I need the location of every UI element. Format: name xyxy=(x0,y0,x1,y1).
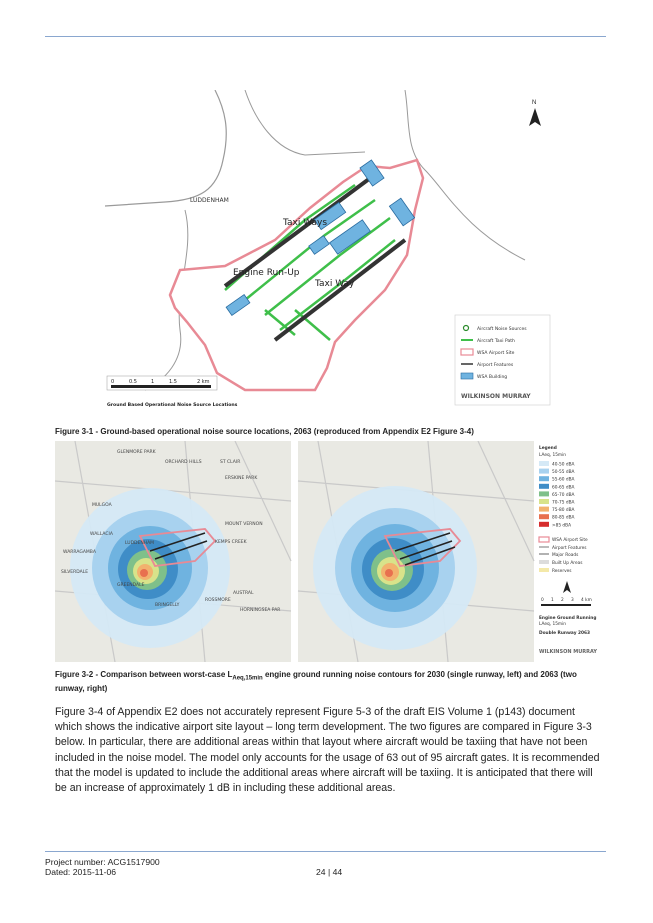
svg-text:2: 2 xyxy=(561,597,564,603)
svg-text:WSA Building: WSA Building xyxy=(477,374,507,380)
svg-text:Airport Features: Airport Features xyxy=(477,362,514,368)
svg-text:ORCHARD HILLS: ORCHARD HILLS xyxy=(165,459,202,465)
svg-text:ST CLAIR: ST CLAIR xyxy=(220,459,240,465)
legend-level-label: 65-70 dBA xyxy=(552,492,575,498)
svg-text:Airport Features: Airport Features xyxy=(552,545,587,551)
svg-text:WILKINSON MURRAY: WILKINSON MURRAY xyxy=(461,393,531,400)
legend-swatch xyxy=(539,468,549,474)
svg-text:KEMPS CREEK: KEMPS CREEK xyxy=(215,539,248,545)
svg-text:WILKINSON MURRAY: WILKINSON MURRAY xyxy=(539,649,597,655)
svg-text:2 km: 2 km xyxy=(197,379,210,385)
svg-text:4 km: 4 km xyxy=(581,597,592,603)
legend-level-label: 60-65 dBA xyxy=(552,484,575,490)
legend-level-label: >85 dBA xyxy=(552,522,571,528)
svg-text:0.5: 0.5 xyxy=(129,379,137,385)
map-label-engine-run-up: Engine Run-Up xyxy=(233,268,300,278)
legend-swatch xyxy=(539,476,549,482)
legend-swatch xyxy=(539,521,549,527)
legend-level-label: 75-80 dBA xyxy=(552,507,575,513)
svg-text:LUDDENHAM: LUDDENHAM xyxy=(125,540,154,546)
svg-text:BRINGELLY: BRINGELLY xyxy=(155,602,180,608)
legend-level-label: 80-85 dBA xyxy=(552,515,575,521)
svg-text:Reserves: Reserves xyxy=(552,568,572,574)
legend-swatch xyxy=(539,491,549,497)
figure-2-contour-maps: GLENMORE PARK ORCHARD HILLS ST CLAIR ERS… xyxy=(55,441,602,662)
svg-text:Aircraft Taxi Path: Aircraft Taxi Path xyxy=(477,338,515,344)
svg-text:SILVERDALE: SILVERDALE xyxy=(61,569,88,575)
svg-text:WSA Airport Site: WSA Airport Site xyxy=(552,537,588,543)
svg-text:1: 1 xyxy=(151,379,154,385)
svg-text:WARRAGAMBA: WARRAGAMBA xyxy=(63,549,97,555)
map-label-luddenham: LUDDENHAM xyxy=(190,197,229,204)
contour-map-single-runway xyxy=(55,441,292,662)
contour-map-double-runway xyxy=(297,441,535,662)
svg-text:N: N xyxy=(532,100,536,106)
svg-text:3: 3 xyxy=(571,597,574,603)
north-arrow-icon xyxy=(563,581,571,593)
page-number: 24 | 44 xyxy=(316,867,343,877)
footer-rule xyxy=(45,851,606,852)
legend-level-label: 40-50 dBA xyxy=(552,462,575,468)
svg-text:WSA Airport Site: WSA Airport Site xyxy=(477,350,515,356)
svg-text:Legend: Legend xyxy=(539,445,557,451)
north-arrow-icon: N xyxy=(529,100,541,126)
svg-text:1: 1 xyxy=(551,597,554,603)
footer-meta: Project number: ACG1517900 Dated: 2015-1… xyxy=(45,857,160,877)
figure-2-caption: Figure 3-2 - Comparison between worst-ca… xyxy=(55,670,577,693)
legend-swatch xyxy=(539,499,549,504)
svg-text:LAeq, 15min: LAeq, 15min xyxy=(539,621,566,627)
legend-swatch xyxy=(539,461,549,466)
legend-swatch xyxy=(539,483,549,489)
legend-level-label: 50-55 dBA xyxy=(552,469,575,475)
svg-text:GREENDALE: GREENDALE xyxy=(117,582,145,588)
legend-swatch xyxy=(539,506,549,512)
header-rule xyxy=(45,36,606,37)
figure-1-caption: Figure 3-1 - Ground-based operational no… xyxy=(55,427,474,436)
legend-level-label: 55-60 dBA xyxy=(552,477,575,483)
svg-text:HORNINGSEA PAR: HORNINGSEA PAR xyxy=(240,607,280,613)
map-label-taxi-way: Taxi Way xyxy=(314,279,355,289)
svg-text:GLENMORE PARK: GLENMORE PARK xyxy=(117,449,157,455)
body-paragraph: Figure 3-4 of Appendix E2 does not accur… xyxy=(55,706,600,795)
svg-text:LAeq, 15min: LAeq, 15min xyxy=(539,452,566,458)
svg-text:Built Up Areas: Built Up Areas xyxy=(552,560,583,566)
document-date: Dated: 2015-11-06 xyxy=(45,867,117,877)
figure-1-legend: Aircraft Noise Sources Aircraft Taxi Pat… xyxy=(454,314,551,406)
svg-text:MOUNT VERNON: MOUNT VERNON xyxy=(225,521,263,527)
svg-text:Engine Ground Running: Engine Ground Running xyxy=(539,615,596,621)
svg-text:WALLACIA: WALLACIA xyxy=(90,531,114,537)
svg-text:MULGOA: MULGOA xyxy=(92,502,113,508)
project-number: Project number: ACG1517900 xyxy=(45,857,160,867)
svg-text:ERSKINE PARK: ERSKINE PARK xyxy=(225,475,258,481)
map-label-taxi-ways: Taxi Ways xyxy=(282,218,327,228)
svg-text:0: 0 xyxy=(111,379,114,385)
svg-text:0: 0 xyxy=(541,597,544,603)
svg-text:AUSTRAL: AUSTRAL xyxy=(233,590,254,596)
svg-text:Double Runway 2063: Double Runway 2063 xyxy=(539,630,590,636)
figure-1-scale-bar: 0 0.5 1 1.5 2 km Ground Based Operationa… xyxy=(106,375,238,408)
svg-text:Aircraft Noise Sources: Aircraft Noise Sources xyxy=(477,326,527,332)
svg-text:ROSSMORE: ROSSMORE xyxy=(205,597,231,603)
svg-text:Major Roads: Major Roads xyxy=(552,552,579,558)
legend-swatch xyxy=(539,514,549,520)
svg-text:1.5: 1.5 xyxy=(169,379,177,385)
svg-text:Ground Based Operational Noise: Ground Based Operational Noise Source Lo… xyxy=(107,402,238,408)
legend-level-label: 70-75 dBA xyxy=(552,500,575,506)
figure-1-noise-source-map: LUDDENHAM Taxi Ways Engine Run-Up Taxi W… xyxy=(105,90,555,413)
